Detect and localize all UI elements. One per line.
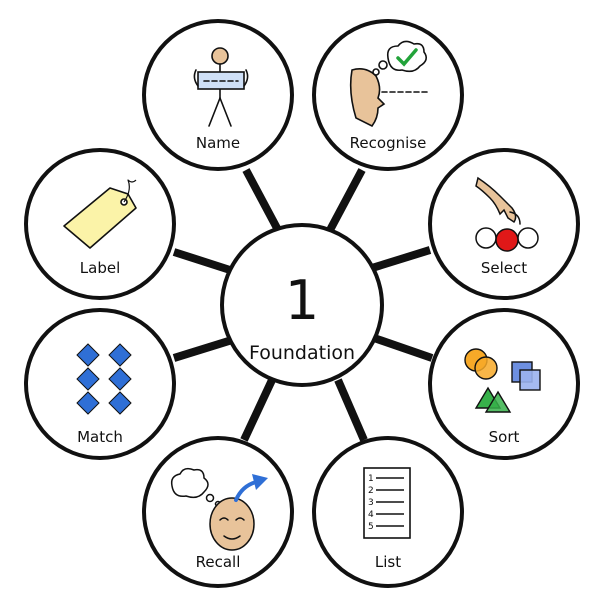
node-sort[interactable]	[428, 308, 580, 460]
list-number-1: 1	[368, 474, 374, 484]
node-label-match: Match	[77, 428, 123, 446]
spoke-recognise	[326, 168, 366, 232]
node-label-list: List	[375, 553, 401, 571]
spoke-recall	[240, 378, 276, 442]
person-with-name-card-icon	[193, 47, 249, 127]
matching-diamonds-icon	[76, 343, 132, 415]
spoke-match	[172, 336, 234, 362]
node-label-sort: Sort	[489, 428, 520, 446]
node-select[interactable]	[428, 148, 580, 300]
list-number-3: 3	[368, 498, 374, 508]
node-match[interactable]	[24, 308, 176, 460]
head-with-thought-bubble-icon	[170, 467, 268, 551]
node-label-recall: Recall	[196, 553, 241, 571]
spokes	[172, 168, 434, 442]
hand-picking-ball-icon	[475, 176, 539, 252]
center-circle	[220, 223, 384, 387]
center-label: Foundation	[249, 342, 355, 364]
spoke-label	[172, 248, 232, 274]
node-label-recognise: Recognise	[350, 134, 427, 152]
spoke-name	[242, 168, 282, 232]
node-name[interactable]	[142, 19, 294, 171]
sorted-shapes-icon	[464, 348, 541, 413]
node-label-select: Select	[481, 259, 527, 277]
node-label-label: Label	[80, 259, 120, 277]
head-with-tick-thought-icon	[349, 40, 429, 128]
node-circles	[24, 19, 580, 588]
list-number-2: 2	[368, 486, 374, 496]
tag-icon	[63, 179, 137, 249]
numbered-list-icon: 1 2 3 4 5	[363, 467, 411, 539]
center-number: 1	[285, 269, 319, 332]
spoke-sort	[372, 334, 434, 362]
spoke-select	[370, 246, 432, 272]
spoke-list	[334, 378, 368, 442]
list-number-5: 5	[368, 522, 374, 532]
node-label-name: Name	[196, 134, 240, 152]
list-number-4: 4	[368, 510, 374, 520]
